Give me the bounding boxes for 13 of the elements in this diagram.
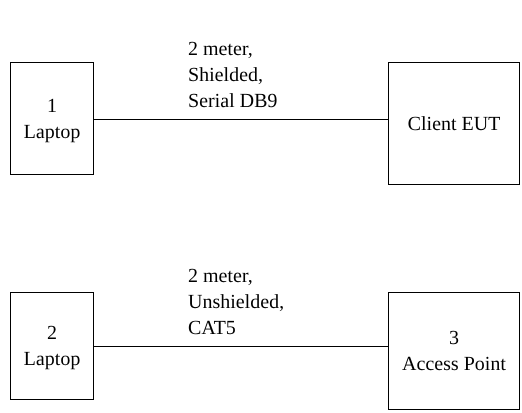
device-label: Laptop	[22, 347, 82, 372]
connector-line	[94, 346, 388, 347]
device-box	[10, 62, 94, 175]
device-label: Access Point	[401, 352, 507, 377]
device-label: 1	[46, 94, 58, 118]
device-box	[10, 292, 94, 400]
device-box	[388, 62, 520, 185]
device-label: 3	[448, 326, 460, 351]
device-label: Laptop	[22, 120, 82, 144]
device-box	[388, 292, 520, 410]
device-label: 2	[46, 321, 58, 346]
connector-line	[94, 119, 388, 120]
device-label: Client EUT	[406, 112, 502, 136]
